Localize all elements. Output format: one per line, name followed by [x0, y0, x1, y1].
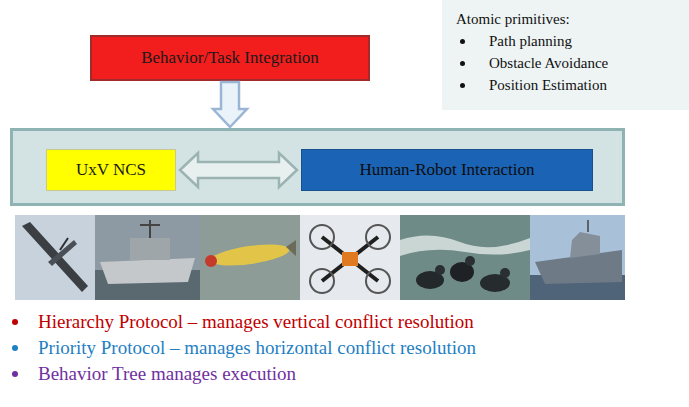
- photo-sky: [530, 215, 625, 300]
- double-block-arrow: [180, 153, 297, 187]
- boat-hull: [100, 258, 195, 284]
- soldier-helmet: [465, 256, 475, 266]
- bullet-dot: [12, 345, 18, 351]
- quad-rotor: [310, 225, 334, 249]
- quad-arm: [322, 237, 378, 281]
- drone-body: [48, 240, 77, 266]
- protocol-bullet: Behavior Tree manages execution: [10, 362, 296, 386]
- panel-heading: Atomic primitives:: [456, 11, 570, 27]
- protocol-note: Behavior Tree manages execution: [38, 363, 296, 384]
- drone-tail: [60, 238, 68, 250]
- bullet-dot: [460, 83, 465, 88]
- block-arrow: [213, 82, 247, 127]
- task-box: Behavior/Task Integration: [90, 35, 370, 81]
- boat-mast: [149, 220, 151, 238]
- quad-rotor: [310, 269, 334, 293]
- protocol-note: Hierarchy Protocol – manages vertical co…: [38, 311, 474, 332]
- ship-mast: [587, 220, 589, 232]
- photo-sky: [95, 215, 200, 300]
- protocol-bullet: Hierarchy Protocol – manages vertical co…: [10, 310, 474, 334]
- primitive-item: Position Estimation: [489, 77, 607, 93]
- quad-rotor: [366, 269, 390, 293]
- primitive-item: Path planning: [489, 33, 572, 49]
- photo-water: [200, 215, 300, 300]
- list-item: Obstacle Avoidance: [456, 52, 679, 74]
- box-label: Human-Robot Interaction: [359, 160, 534, 180]
- protocol-note: Priority Protocol – manages horizontal c…: [38, 337, 476, 358]
- photo-sky: [300, 215, 400, 300]
- box-label: UxV NCS: [76, 160, 146, 180]
- photo-sky: [15, 215, 95, 300]
- quad-arm: [322, 237, 378, 281]
- photo-sea: [400, 215, 530, 300]
- protocol-bullet: Priority Protocol – manages horizontal c…: [10, 336, 476, 360]
- soldier-helmet: [500, 268, 510, 278]
- list-item: Path planning: [456, 30, 679, 52]
- primitives-panel: Atomic primitives: Path planningObstacle …: [442, 0, 689, 110]
- ship-superstructure: [570, 232, 600, 258]
- hri-box: Human-Robot Interaction: [301, 149, 593, 191]
- ncs-box: UxV NCS: [46, 149, 176, 191]
- bullet-dot: [12, 371, 18, 377]
- uuv-nose: [205, 255, 217, 267]
- drone-wing: [22, 222, 88, 292]
- box-label: Behavior/Task Integration: [141, 48, 319, 68]
- quad-body: [342, 252, 358, 266]
- bullet-dot: [460, 61, 465, 66]
- quad-rotor: [366, 225, 390, 249]
- panel-heading-row: Atomic primitives:: [456, 8, 679, 30]
- soldier-helmet: [435, 265, 445, 275]
- boat-mast: [140, 224, 160, 226]
- boat-cabin: [130, 238, 170, 260]
- list-item: Position Estimation: [456, 74, 679, 96]
- primitive-item: Obstacle Avoidance: [489, 55, 608, 71]
- system-band: UxV NCS Human-Robot Interaction: [10, 128, 625, 206]
- bullet-dot: [12, 319, 18, 325]
- uuv-body: [209, 241, 291, 270]
- bullet-dot: [460, 39, 465, 44]
- photo-surf: [400, 235, 530, 256]
- uuv-fin: [286, 240, 296, 256]
